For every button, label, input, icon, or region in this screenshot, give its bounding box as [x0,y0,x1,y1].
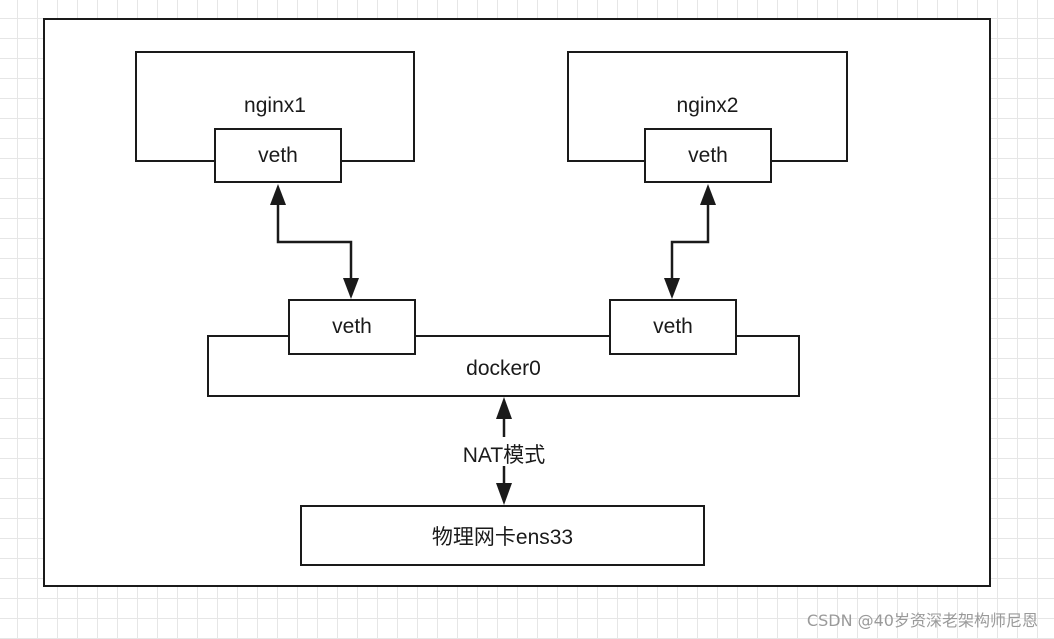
container-nginx1-label: nginx1 [244,94,306,117]
arrowhead-docker0-left-down [343,278,359,299]
bridge-docker0-label: docker0 [466,357,541,380]
arrowhead-nginx2-up [700,184,716,205]
arrowhead-nic-down [496,483,512,505]
watermark: CSDN @40岁资深老架构师尼恩 [806,611,1038,630]
physical-nic-ens33: 物理网卡ens33 [300,505,705,566]
arrowhead-docker0-right-down [664,278,680,299]
container-nginx1-veth: veth [214,128,342,183]
container-nginx2-label: nginx2 [676,94,739,117]
bridge-veth-left: veth [288,299,416,355]
bridge-veth-right: veth [609,299,737,355]
arrowhead-nginx1-up [270,184,286,205]
link-label-nat: NAT模式 [462,444,546,467]
arrowhead-docker0-up [496,397,512,419]
container-nginx2-veth: veth [644,128,772,183]
link-nginx2-to-docker0 [670,203,710,280]
link-nginx1-to-docker0 [276,203,353,280]
